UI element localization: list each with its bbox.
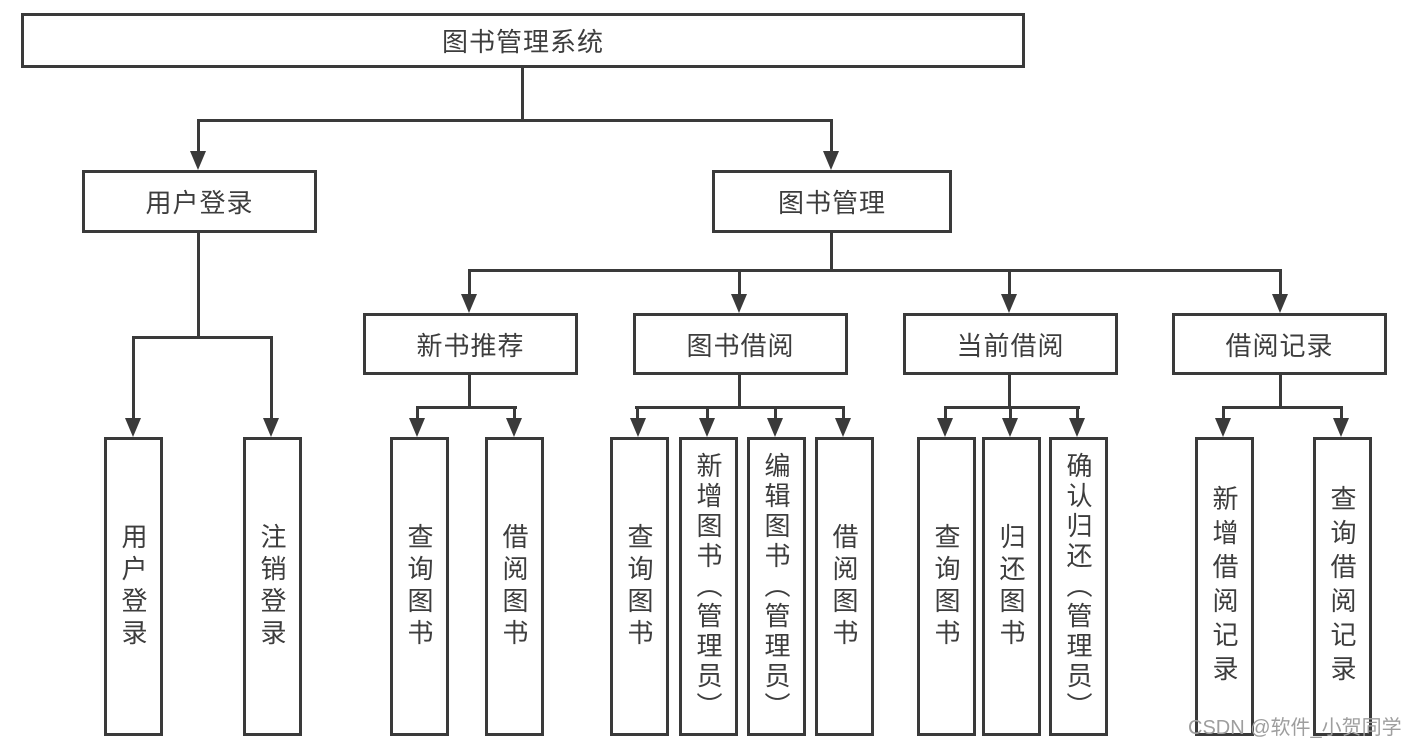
node-library-management-system: 图书管理系统 xyxy=(21,13,1025,68)
connector-line xyxy=(1340,406,1343,422)
connector-line xyxy=(944,406,947,422)
node-query-books-recommend: 查询图书 xyxy=(390,437,449,736)
connector-line xyxy=(468,375,471,408)
node-user-login-module: 用户登录 xyxy=(82,170,317,233)
arrow-down-icon xyxy=(506,418,522,437)
connector-line xyxy=(197,119,200,155)
node-book-borrow: 图书借阅 xyxy=(633,313,848,375)
node-current-borrow: 当前借阅 xyxy=(903,313,1118,375)
arrow-down-icon xyxy=(823,151,839,170)
node-add-books-admin: 新增图书（管理员） xyxy=(679,437,738,736)
arrow-down-icon xyxy=(461,294,477,313)
connector-line xyxy=(830,119,833,155)
node-user-login: 用户登录 xyxy=(104,437,163,736)
connector-line xyxy=(1008,375,1011,408)
connector-line xyxy=(1009,406,1012,422)
arrow-down-icon xyxy=(1001,294,1017,313)
arrow-down-icon xyxy=(1069,418,1085,437)
arrow-down-icon xyxy=(263,418,279,437)
watermark: CSDN @软件_小贺同学 xyxy=(1188,717,1402,739)
connector-line xyxy=(635,406,845,409)
connector-line xyxy=(468,269,1282,272)
node-logout: 注销登录 xyxy=(243,437,302,736)
arrow-down-icon xyxy=(937,418,953,437)
connector-line xyxy=(197,233,200,338)
connector-line xyxy=(468,269,471,298)
node-book-management-module: 图书管理 xyxy=(712,170,952,233)
connector-line xyxy=(270,336,273,422)
connector-line xyxy=(1279,269,1282,298)
arrow-down-icon xyxy=(1272,294,1288,313)
connector-line xyxy=(774,406,777,422)
arrow-down-icon xyxy=(767,418,783,437)
connector-line xyxy=(738,375,741,408)
arrow-down-icon xyxy=(190,151,206,170)
connector-line xyxy=(132,336,273,339)
connector-line xyxy=(830,233,833,272)
connector-line xyxy=(706,406,709,422)
arrow-down-icon xyxy=(1002,418,1018,437)
connector-line xyxy=(1279,375,1282,408)
connector-line xyxy=(197,119,833,122)
arrow-down-icon xyxy=(699,418,715,437)
arrow-down-icon xyxy=(835,418,851,437)
arrow-down-icon xyxy=(630,418,646,437)
node-query-books-current: 查询图书 xyxy=(917,437,976,736)
arrow-down-icon xyxy=(1333,418,1349,437)
connector-line xyxy=(416,406,419,422)
node-confirm-return-admin: 确认归还（管理员） xyxy=(1049,437,1108,736)
arrow-down-icon xyxy=(409,418,425,437)
node-return-books: 归还图书 xyxy=(982,437,1041,736)
node-add-borrow-record: 新增借阅记录 xyxy=(1195,437,1254,736)
connector-line xyxy=(738,269,741,298)
connector-line xyxy=(1222,406,1225,422)
node-query-borrow-record: 查询借阅记录 xyxy=(1313,437,1372,736)
node-edit-books-admin: 编辑图书（管理员） xyxy=(747,437,806,736)
arrow-down-icon xyxy=(1215,418,1231,437)
connector-line xyxy=(944,406,1080,409)
node-borrow-records: 借阅记录 xyxy=(1172,313,1387,375)
connector-line xyxy=(1222,406,1343,409)
connector-line xyxy=(842,406,845,422)
connector-line xyxy=(132,336,135,422)
connector-line xyxy=(416,406,517,409)
connector-line xyxy=(513,406,516,422)
node-borrow-books-recommend: 借阅图书 xyxy=(485,437,544,736)
node-new-book-recommend: 新书推荐 xyxy=(363,313,578,375)
arrow-down-icon xyxy=(731,294,747,313)
connector-line xyxy=(636,406,639,422)
arrow-down-icon xyxy=(125,418,141,437)
connector-line xyxy=(1076,406,1079,422)
connector-line xyxy=(1008,269,1011,298)
node-query-books-borrow: 查询图书 xyxy=(610,437,669,736)
connector-line xyxy=(521,68,524,122)
node-borrow-books: 借阅图书 xyxy=(815,437,874,736)
